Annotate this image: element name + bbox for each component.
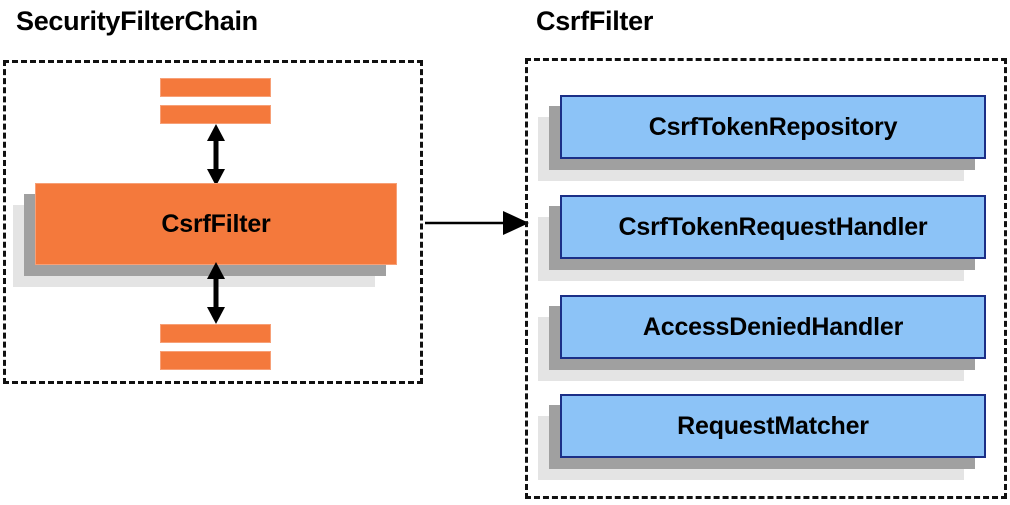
csrffilter-box-face: CsrfFilter [35, 183, 397, 265]
double-headed-arrow-down [207, 262, 225, 324]
collaborator-label: RequestMatcher [677, 411, 869, 440]
collaborator-label: CsrfTokenRequestHandler [618, 212, 928, 241]
collaborator-label: CsrfTokenRepository [648, 112, 898, 141]
double-headed-arrow-up [207, 124, 225, 186]
page-title-securityfilterchain: SecurityFilterChain [16, 6, 258, 36]
collaborator-box-face: CsrfTokenRepository [560, 95, 986, 159]
collaborator-box-csrftokenrequesthandler[interactable]: CsrfTokenRequestHandler [538, 195, 986, 281]
csrffilter-box-label: CsrfFilter [161, 209, 271, 238]
collaborator-box-face: AccessDeniedHandler [560, 295, 986, 359]
filter-slab-below-2 [160, 351, 271, 370]
csrffilter-collaborators-container [525, 58, 1007, 499]
filter-slab-below-1 [160, 324, 271, 343]
csrffilter-box[interactable]: CsrfFilter [13, 183, 397, 287]
page-title-csrffilter: CsrfFilter [536, 6, 654, 36]
collaborator-box-face: CsrfTokenRequestHandler [560, 195, 986, 259]
collaborator-box-face: RequestMatcher [560, 394, 986, 458]
collaborator-label: AccessDeniedHandler [642, 312, 904, 341]
filter-slab-above-2 [160, 105, 271, 124]
csrffilter-expansion-arrow [425, 211, 529, 235]
collaborator-box-csrftokenrepository[interactable]: CsrfTokenRepository [538, 95, 986, 181]
collaborator-box-accessdeniedhandler[interactable]: AccessDeniedHandler [538, 295, 986, 381]
collaborator-box-requestmatcher[interactable]: RequestMatcher [538, 394, 986, 480]
securityfilterchain-container [3, 60, 423, 384]
filter-slab-above-1 [160, 78, 271, 97]
